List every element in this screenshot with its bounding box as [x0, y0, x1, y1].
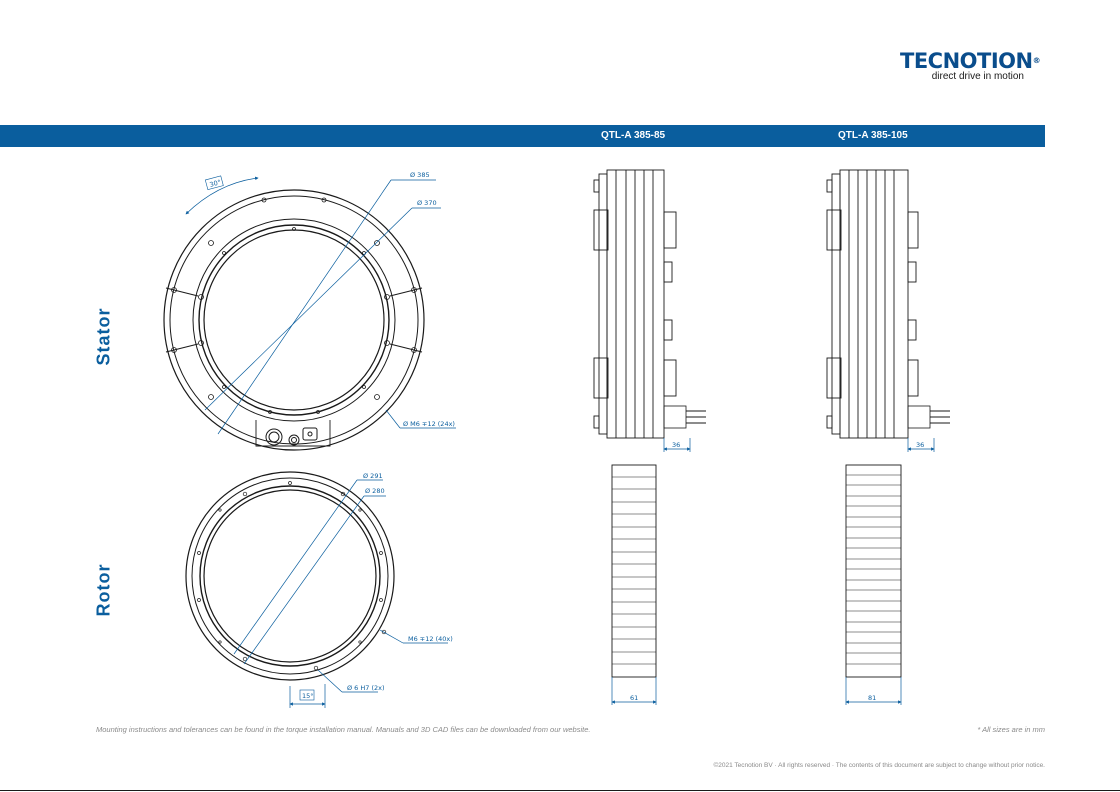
rotor-width-85: 61 [630, 694, 638, 702]
sizes-note: * All sizes are in mm [977, 725, 1045, 734]
rotor-side-view-85 [611, 464, 657, 678]
rotor-width-dim-105 [845, 677, 902, 705]
stator-width-85: 36 [672, 441, 680, 449]
stator-side-view-85 [593, 169, 706, 439]
brand-logo: TECNOTION® direct drive in motion [900, 49, 1041, 82]
model-title-85: QTL-A 385-85 [601, 130, 666, 141]
brand-name: TECNOTION [900, 49, 1033, 73]
rotor-width-dim-85 [611, 677, 657, 705]
stator-dimension-lines [185, 176, 456, 435]
registered-mark: ® [1032, 56, 1041, 65]
stator-inner-diameter: Ø 370 [417, 199, 437, 207]
rotor-mount-spec: M6 ∓12 (40x) [408, 635, 453, 643]
model-title-105: QTL-A 385-105 [838, 130, 908, 141]
stator-width-dim-85 [663, 438, 691, 452]
rotor-outer-diameter: Ø 291 [363, 472, 383, 480]
mounting-note: Mounting instructions and tolerances can… [96, 725, 591, 734]
rotor-inner-diameter: Ø 280 [365, 487, 385, 495]
rotor-width-105: 81 [868, 694, 876, 702]
rotor-front-view [185, 471, 395, 681]
brand-tagline: direct drive in motion [931, 71, 1024, 82]
copyright-notice: ©2021 Tecnotion BV · All rights reserved… [713, 762, 1045, 769]
header-banner [0, 125, 1045, 147]
rotor-side-view-105 [845, 464, 902, 678]
rotor-dimension-lines [233, 479, 448, 708]
rotor-angle: 15° [302, 692, 314, 700]
rotor-pin-spec: Ø 6 H7 (2x) [347, 684, 385, 692]
stator-width-dim-105 [907, 438, 935, 452]
stator-mount-spec: Ø M6 ∓12 (24x) [403, 420, 455, 428]
stator-outer-diameter: Ø 385 [410, 171, 430, 179]
bottom-rule [0, 790, 1120, 791]
stator-side-view-105 [826, 169, 950, 439]
stator-width-105: 36 [916, 441, 924, 449]
stator-angle: 30° [209, 178, 222, 189]
stator-front-view [163, 189, 425, 451]
